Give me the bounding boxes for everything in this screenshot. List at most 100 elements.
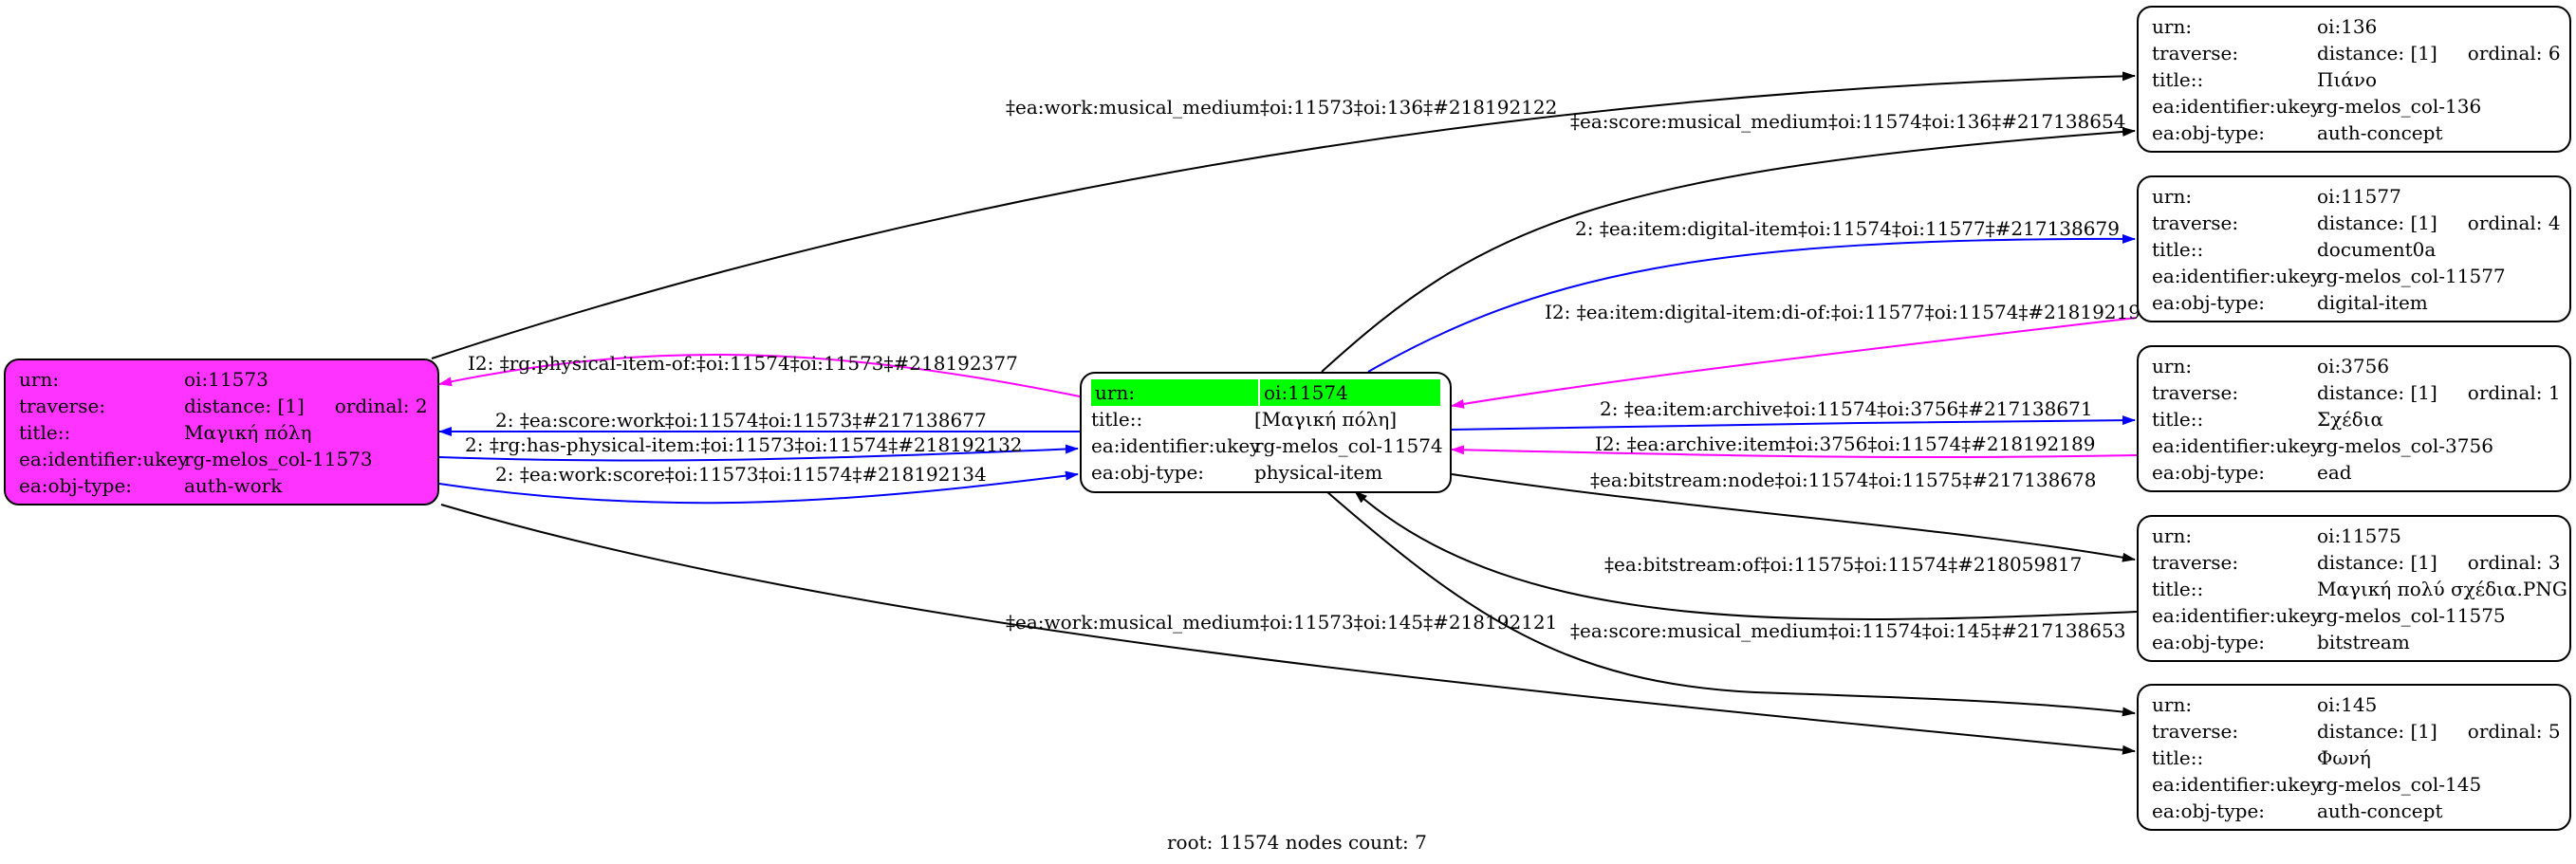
ukey-value: rg-melos_col-11575: [2317, 604, 2506, 627]
node-11575-title-row: title::Μαγική πολύ σχέδια.PNG: [2152, 576, 2567, 602]
field-key: ea:obj-type:: [1091, 461, 1205, 484]
field-key: urn:: [1091, 379, 1258, 406]
node-3756[interactable]: urn: oi:3756 traverse:distance: [1]ordina…: [2137, 345, 2571, 492]
title-value: document0a: [2317, 238, 2437, 261]
ordinal-value: ordinal: 4: [2467, 211, 2561, 234]
node-11573-type-row: ea:obj-type: auth-work: [19, 472, 426, 499]
field-key: ea:obj-type:: [2152, 631, 2266, 653]
ukey-value: rg-melos_col-136: [2317, 95, 2482, 118]
node-136[interactable]: urn:oi:136 traverse:distance: [1]ordinal…: [2137, 6, 2571, 153]
field-key: title::: [1091, 408, 1143, 431]
edge-label-e14: ‡ea:score:musical_medium‡oi:11574‡oi:145…: [1570, 619, 2125, 642]
edge-label-e11: ‡ea:bitstream:node‡oi:11574‡oi:11575‡#21…: [1590, 469, 2097, 491]
ukey-value: rg-melos_col-145: [2317, 773, 2482, 796]
urn-value: oi:11575: [2317, 524, 2401, 547]
type-value: auth-concept: [2317, 800, 2443, 822]
node-11574[interactable]: urn:oi:11574 title::[Μαγική πόλη] ea:ide…: [1080, 372, 1452, 493]
field-key: traverse:: [2152, 211, 2239, 234]
distance-value: distance: [1]: [2317, 211, 2437, 234]
title-value: Πιάνο: [2317, 68, 2377, 91]
edge-11574-3756: [1449, 415, 2136, 431]
node-11574-urn-row: urn:oi:11574: [1091, 379, 1440, 406]
field-key: title::: [2152, 408, 2204, 431]
node-11575-type-row: ea:obj-type: bitstream: [2152, 629, 2558, 655]
title-value: Μαγική πολύ σχέδια.PNG: [2317, 578, 2567, 600]
urn-value: oi:136: [2317, 15, 2378, 38]
title-value: Μαγική πόλη: [184, 421, 312, 444]
type-value: auth-work: [184, 474, 283, 497]
node-11575-urn-row: urn:oi:11575: [2152, 523, 2558, 549]
node-11573-title-row: title::Μαγική πόλη: [19, 419, 426, 446]
title-value: Φωνή: [2317, 746, 2371, 769]
field-key: title::: [2152, 68, 2204, 91]
field-key: urn:: [19, 368, 60, 391]
ukey-value: rg-melos_col-11574: [1254, 434, 1443, 457]
edge-11573-136: [431, 71, 2136, 359]
node-11577-urn-row: urn: oi:11577: [2152, 183, 2558, 210]
field-key: title::: [2152, 746, 2204, 769]
type-value: auth-concept: [2317, 121, 2443, 144]
edge-label-e2: ‡ea:score:musical_medium‡oi:11574‡oi:136…: [1570, 110, 2125, 133]
node-11573[interactable]: urn:oi:11573 traverse:distance: [1]ordin…: [4, 358, 439, 506]
type-value: bitstream: [2317, 631, 2410, 653]
urn-value: oi:3756: [2317, 355, 2390, 377]
node-11577[interactable]: urn: oi:11577 traverse: distance: [1] ordin…: [2137, 175, 2571, 322]
edge-11574-145: [1325, 490, 2136, 717]
distance-value: distance: [1]: [2317, 381, 2437, 404]
field-key: ea:identifier:ukey: [2152, 95, 2322, 118]
field-key: traverse:: [19, 395, 106, 417]
edge-label-e7: 2: ‡rg:has-physical-item:‡oi:11573‡oi:11…: [465, 433, 1023, 456]
type-value: digital-item: [2317, 291, 2428, 314]
edge-11574-136-score: [1321, 126, 2136, 373]
field-key: ea:identifier:ukey: [1091, 434, 1261, 457]
node-3756-type-row: ea:obj-type:ead: [2152, 459, 2558, 486]
field-key: ea:identifier:ukey: [2152, 265, 2322, 287]
field-key: ea:obj-type:: [19, 474, 133, 497]
distance-value: distance: [1]: [2317, 720, 2437, 743]
node-11574-type-row: ea:obj-type: physical-item: [1091, 459, 1440, 486]
node-136-urn-row: urn:oi:136: [2152, 13, 2558, 40]
node-145-traverse-row: traverse:distance: [1]ordinal: 5: [2152, 718, 2561, 745]
field-key: ea:obj-type:: [2152, 291, 2266, 314]
node-145[interactable]: urn:oi:145 traverse:distance: [1]ordinal…: [2137, 684, 2571, 831]
edge-label-e6: 2: ‡ea:score:work‡oi:11574‡oi:11573‡#217…: [495, 409, 987, 432]
edge-label-e3: 2: ‡ea:item:digital-item‡oi:11574‡oi:115…: [1575, 217, 2120, 240]
node-11577-traverse-row: traverse: distance: [1] ordinal: 4: [2152, 210, 2561, 236]
node-11573-urn-row: urn: oi:11573: [19, 366, 426, 393]
node-136-traverse-row: traverse:distance: [1]ordinal: 6: [2152, 40, 2561, 66]
edge-11573-11574-work-score: [438, 470, 1079, 505]
edge-label-e12: ‡ea:bitstream:of‡oi:11575‡oi:11574‡#2180…: [1604, 553, 2082, 576]
field-key: urn:: [2152, 355, 2193, 377]
urn-value: oi:11577: [2317, 185, 2401, 208]
ordinal-value: ordinal: 5: [2467, 720, 2561, 743]
edge-3756-11574: [1451, 445, 2138, 459]
field-key: urn:: [2152, 693, 2193, 716]
edge-11574-11573-physical: [438, 354, 1081, 397]
node-136-title-row: title::Πιάνο: [2152, 66, 2558, 93]
edge-label-e9: 2: ‡ea:item:archive‡oi:11574‡oi:3756‡#21…: [1600, 397, 2093, 420]
field-key: urn:: [2152, 185, 2193, 208]
ordinal-value: ordinal: 3: [2467, 551, 2561, 574]
edge-label-e5: I2: ‡rg:physical-item-of:‡oi:11574‡oi:11…: [468, 352, 1018, 375]
node-3756-traverse-row: traverse:distance: [1]ordinal: 1: [2152, 379, 2561, 406]
field-key: ea:obj-type:: [2152, 461, 2266, 484]
graph-footer: root: 11574 nodes count: 7: [1167, 831, 1427, 854]
ordinal-value: ordinal: 6: [2467, 42, 2561, 64]
node-11577-title-row: title::document0a: [2152, 236, 2558, 263]
node-11575-traverse-row: traverse:distance: [1]ordinal: 3: [2152, 549, 2561, 576]
urn-value: oi:11574: [1260, 379, 1440, 406]
field-key: ea:identifier:ukey: [2152, 434, 2322, 457]
edge-11575-11574: [1354, 490, 2138, 620]
node-11575[interactable]: urn:oi:11575 traverse:distance: [1]ordin…: [2137, 515, 2571, 662]
edge-label-e1: ‡ea:work:musical_medium‡oi:11573‡oi:136‡…: [1006, 96, 1557, 119]
type-value: physical-item: [1254, 461, 1383, 484]
urn-value: oi:11573: [184, 368, 269, 391]
node-145-title-row: title::Φωνή: [2152, 745, 2558, 771]
ukey-value: rg-melos_col-11577: [2317, 265, 2506, 287]
field-key: title::: [2152, 238, 2204, 261]
edge-11574-11575: [1451, 473, 2136, 562]
title-value: Σχέδια: [2317, 408, 2384, 431]
